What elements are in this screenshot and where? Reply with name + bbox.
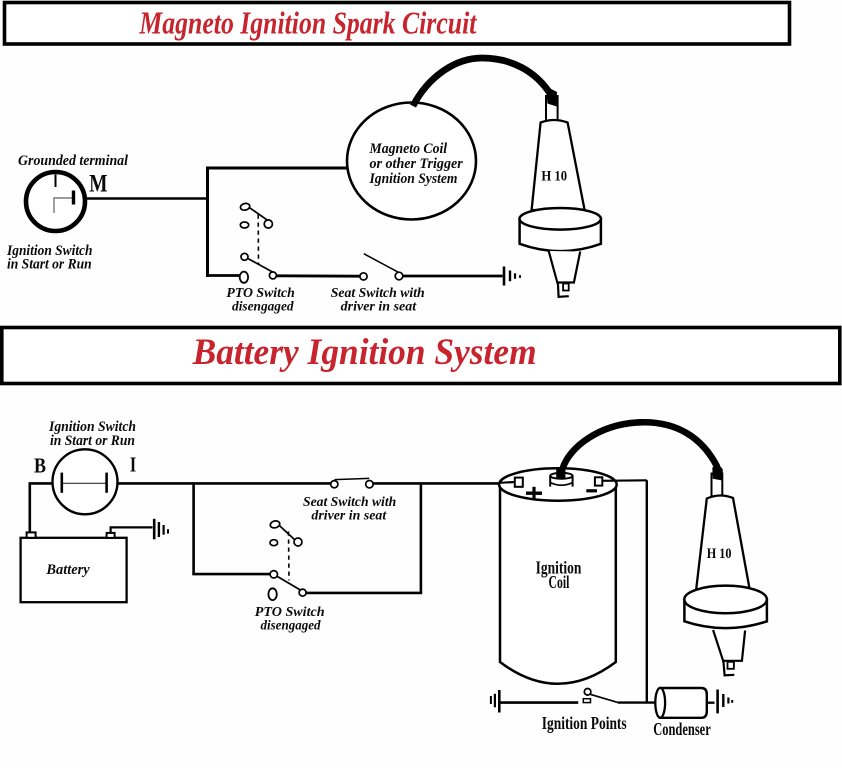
- svg-text:H 10: H 10: [541, 168, 567, 184]
- svg-text:Magneto Ignition Spark Circuit: Magneto Ignition Spark Circuit: [139, 5, 478, 41]
- svg-text:M: M: [89, 171, 107, 198]
- svg-text:driver in seat: driver in seat: [311, 509, 387, 524]
- svg-text:Seat Switch with: Seat Switch with: [303, 495, 396, 510]
- svg-text:Ignition: Ignition: [536, 557, 582, 577]
- svg-text:Battery Ignition System: Battery Ignition System: [192, 331, 537, 372]
- svg-text:Ignition Points: Ignition Points: [542, 713, 627, 733]
- svg-text:Coil: Coil: [549, 572, 570, 592]
- svg-text:disengaged: disengaged: [232, 299, 294, 314]
- svg-text:PTO Switch: PTO Switch: [226, 286, 295, 301]
- svg-text:or other Trigger: or other Trigger: [370, 156, 464, 172]
- svg-text:Grounded terminal: Grounded terminal: [18, 153, 129, 169]
- svg-text:disengaged: disengaged: [261, 619, 322, 634]
- svg-text:in Start or Run: in Start or Run: [50, 433, 135, 449]
- svg-text:Condenser: Condenser: [653, 719, 711, 739]
- svg-text:Ignition System: Ignition System: [369, 171, 458, 187]
- svg-text:Magneto Coil: Magneto Coil: [369, 141, 448, 157]
- svg-text:I: I: [130, 453, 136, 477]
- svg-text:in Start or Run: in Start or Run: [7, 257, 92, 273]
- svg-text:Ignition Switch: Ignition Switch: [48, 419, 136, 435]
- svg-text:Seat Switch with: Seat Switch with: [331, 286, 425, 301]
- svg-text:B: B: [34, 454, 46, 478]
- svg-text:Battery: Battery: [45, 562, 90, 578]
- svg-text:PTO Switch: PTO Switch: [255, 605, 325, 620]
- svg-text:driver in seat: driver in seat: [341, 300, 418, 315]
- svg-text:Ignition Switch: Ignition Switch: [6, 243, 92, 259]
- svg-text:H 10: H 10: [707, 546, 732, 562]
